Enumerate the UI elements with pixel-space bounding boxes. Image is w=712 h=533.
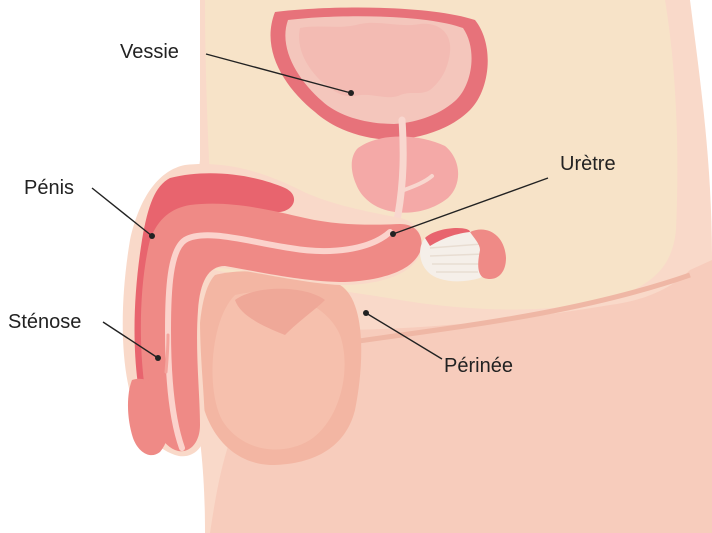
label-urethra: Urètre <box>560 153 616 175</box>
leader-stenosis-dot <box>155 355 161 361</box>
leader-bladder-dot <box>348 90 354 96</box>
label-perineum: Périnée <box>444 355 513 377</box>
leader-urethra-dot <box>390 231 396 237</box>
label-penis: Pénis <box>24 177 74 199</box>
leader-penis-dot <box>149 233 155 239</box>
penile-bulb <box>420 228 506 281</box>
scrotum <box>199 271 362 465</box>
label-stenosis: Sténose <box>8 311 81 333</box>
label-bladder: Vessie <box>120 41 179 63</box>
leader-perineum-dot <box>363 310 369 316</box>
